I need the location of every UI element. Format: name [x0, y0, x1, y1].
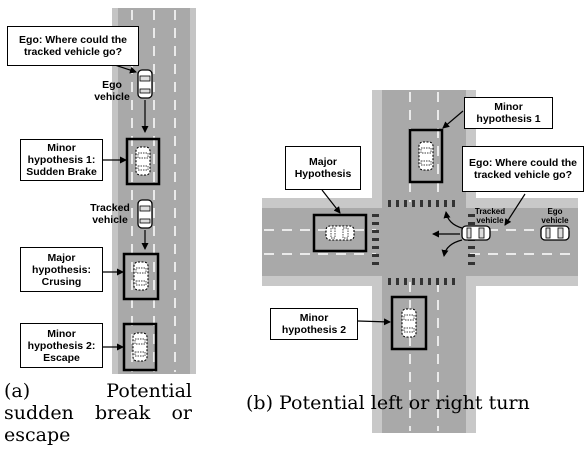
- right-minor1-car: [418, 141, 434, 171]
- turn-right-arrow: [443, 211, 463, 229]
- right-major-connector: [321, 189, 341, 214]
- right-minor2-label: Minor hypothesis 2: [270, 308, 358, 340]
- right-ego-car: [540, 225, 570, 241]
- left-major-label: Major hypothesis: Crusing: [20, 247, 103, 292]
- right-ego-vehicle-label: Ego vehicle: [541, 207, 569, 225]
- right-minor2-box: [390, 295, 428, 351]
- right-tracked-car: [461, 225, 491, 241]
- left-tracked-vehicle-label: Tracked vehicle: [90, 202, 130, 226]
- ego-vehicle-car: [137, 69, 153, 99]
- right-tracked-vehicle-label: Tracked vehicle: [474, 207, 506, 225]
- right-minor2-connector: [357, 318, 391, 326]
- left-minor1-car: [135, 146, 151, 176]
- left-minor1-label: Minor hypothesis 1: Sudden Brake: [20, 139, 103, 181]
- tracked-vehicle-car: [137, 199, 153, 229]
- intersection: [262, 90, 578, 433]
- right-major-box: [312, 213, 368, 253]
- right-minor1-box: [408, 128, 444, 184]
- turn-left-arrow: [441, 239, 463, 257]
- right-ego-question: Ego: Where could the tracked vehicle go?: [462, 146, 584, 192]
- left-minor1-box: [125, 137, 161, 186]
- left-minor2-box: [122, 322, 158, 372]
- left-ego-vehicle-label: Ego vehicle: [94, 79, 130, 103]
- left-minor2-label: Minor hypothesis 2: Escape: [20, 323, 103, 368]
- right-caption: (b) Potential left or right turn: [246, 392, 530, 414]
- right-major-car: [325, 225, 355, 241]
- left-major-car: [133, 261, 149, 291]
- left-ego-question: Ego: Where could the tracked vehicle go?: [7, 26, 139, 66]
- right-question-connector: [504, 193, 526, 226]
- left-minor2-car: [132, 332, 148, 362]
- right-major-label: Major Hypothesis: [285, 146, 361, 190]
- right-minor1-connector: [442, 110, 464, 129]
- right-minor1-label: Minor hypothesis 1: [464, 97, 553, 129]
- left-caption: (a) Potential sudden break or escape: [4, 380, 192, 446]
- right-minor2-car: [401, 308, 417, 338]
- left-major-box: [122, 252, 160, 301]
